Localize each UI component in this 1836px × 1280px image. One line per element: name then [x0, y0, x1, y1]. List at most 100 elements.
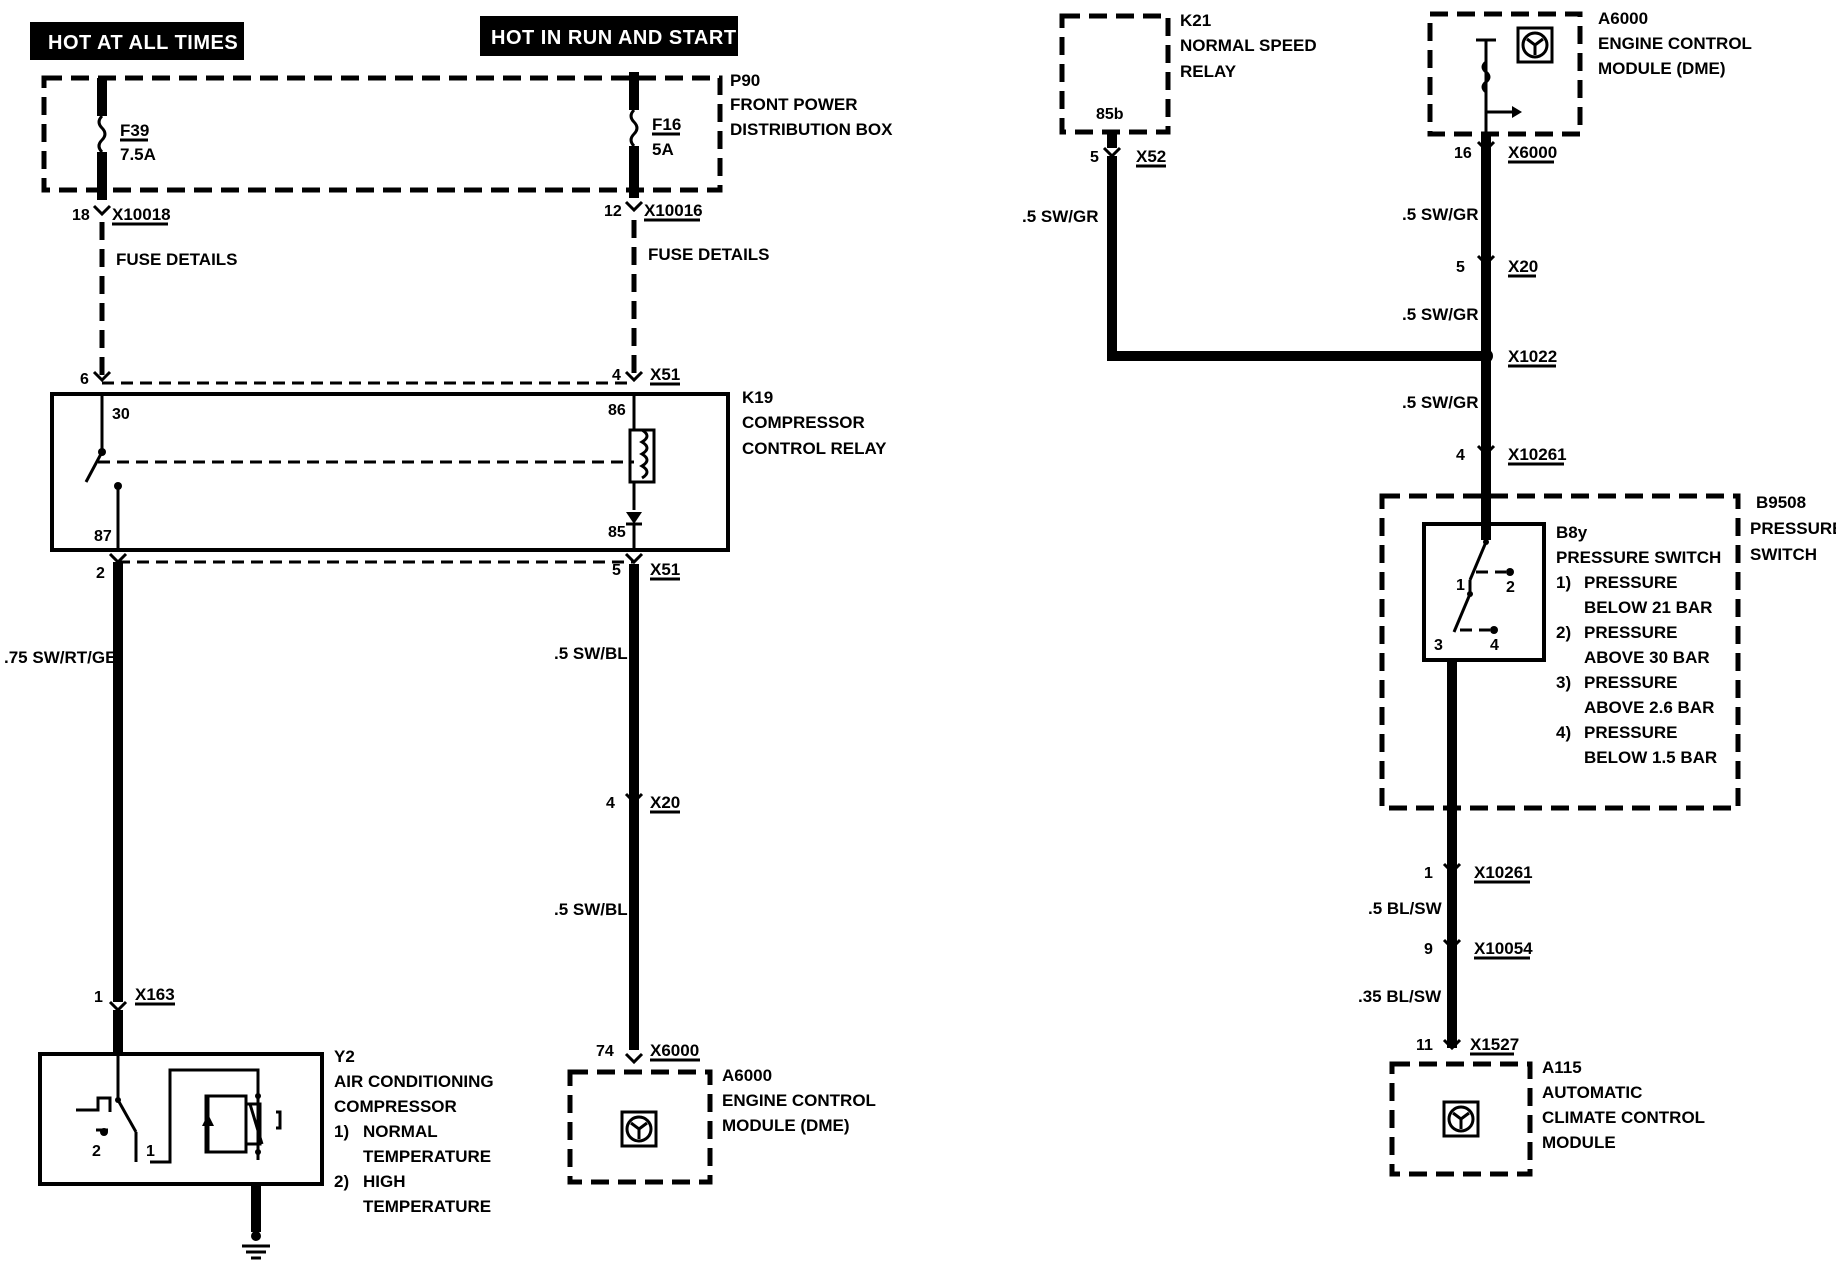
a6000-left-id: A6000: [722, 1066, 772, 1085]
x20-left-pin: 4: [606, 795, 615, 812]
b8y-t1b: BELOW 21 BAR: [1584, 598, 1712, 617]
y2-line1: AIR CONDITIONING: [334, 1072, 494, 1091]
x51-top-label: X51: [650, 365, 680, 384]
b9508-pressure-switch: B9508 PRESSURE SWITCH: [1379, 493, 1836, 811]
x10018-label: X10018: [112, 205, 171, 224]
a6000-left-module: A6000 ENGINE CONTROL MODULE (DME): [567, 1066, 876, 1185]
b8y-t3a: PRESSURE: [1584, 673, 1678, 692]
x20-right-label: X20: [1508, 257, 1538, 276]
k21-pin-85b: 85b: [1096, 106, 1124, 123]
b9508-line2: SWITCH: [1750, 545, 1817, 564]
fuse-f39: F39 7.5A: [97, 78, 156, 200]
wire-5swbl-2: .5 SW/BL: [554, 900, 628, 919]
b9508-id: B9508: [1756, 493, 1806, 512]
a6000-right-id: A6000: [1598, 9, 1648, 28]
connector-x163: 1 X163: [94, 985, 175, 1013]
x10018-pin: 18: [72, 207, 90, 224]
header-hot-in-run-label: HOT IN RUN AND START: [491, 27, 737, 49]
wire-5swgr-1: .5 SW/GR: [1402, 205, 1479, 224]
connector-x52: 5 X52: [1090, 146, 1166, 168]
x51-top-pin4: 4: [612, 367, 621, 384]
b8y-n4: 4): [1556, 723, 1571, 742]
a115-line1: AUTOMATIC: [1542, 1083, 1642, 1102]
x6000-left-label: X6000: [650, 1041, 699, 1060]
x1022-label: X1022: [1508, 347, 1557, 366]
x51-bottom-pin5: 5: [612, 562, 621, 579]
fuse-details-right: FUSE DETAILS: [648, 245, 770, 264]
p90-line2: DISTRIBUTION BOX: [730, 120, 893, 139]
connector-x6000-left: 74 X6000: [596, 1041, 700, 1065]
header-hot-in-run-and-start: HOT IN RUN AND START: [480, 16, 738, 56]
k19-id: K19: [742, 388, 773, 407]
x163-label: X163: [135, 985, 175, 1004]
x163-pin: 1: [94, 989, 103, 1006]
a115-line3: MODULE: [1542, 1133, 1616, 1152]
b8y-pin-4: 4: [1490, 637, 1499, 654]
p90-power-distribution-box: P90 FRONT POWER DISTRIBUTION BOX: [41, 71, 893, 193]
connector-x10261-top: 4 X10261: [1456, 444, 1567, 466]
k19-compressor-control-relay: K19 COMPRESSOR CONTROL RELAY 30 86 87 85: [50, 388, 887, 552]
wire-5swbl-1: .5 SW/BL: [554, 644, 628, 663]
a6000-left-line2: MODULE (DME): [722, 1116, 849, 1135]
b8y-pressure-switch: 1 2 3 4 B8y PRESSURE SWITCH 1) PRESSURE …: [1422, 522, 1721, 767]
a6000-right-module: A6000 ENGINE CONTROL MODULE (DME): [1427, 9, 1752, 137]
b8y-pin-2: 2: [1506, 579, 1515, 596]
wire-5swgr-2: .5 SW/GR: [1402, 305, 1479, 324]
b8y-pin-1: 1: [1456, 577, 1465, 594]
wire-75-label: .75 SW/RT/GE: [4, 648, 116, 667]
f39-id: F39: [120, 121, 149, 140]
header-hot-at-all-times: HOT AT ALL TIMES: [30, 22, 244, 60]
x10261-bottom-pin: 1: [1424, 865, 1433, 882]
x51-top-pin6: 6: [80, 371, 89, 388]
f39-rating: 7.5A: [120, 145, 156, 164]
connector-x51-bottom: 2 5 X51: [96, 552, 680, 582]
a115-line2: CLIMATE CONTROL: [1542, 1108, 1705, 1127]
b8y-n1: 1): [1556, 573, 1571, 592]
connector-x1527: 11 X1527: [1416, 1035, 1519, 1056]
fuse-details-left: FUSE DETAILS: [116, 250, 238, 269]
relay-pin-87: 87: [94, 528, 112, 545]
relay-pin-85: 85: [608, 524, 626, 541]
k21-id: K21: [1180, 11, 1211, 30]
x10016-label: X10016: [644, 201, 703, 220]
connector-x10054: 9 X10054: [1424, 938, 1533, 960]
ground-icon: [242, 1231, 270, 1260]
y2-pin-2: 2: [92, 1143, 101, 1160]
b8y-t3b: ABOVE 2.6 BAR: [1584, 698, 1714, 717]
b8y-title: PRESSURE SWITCH: [1556, 548, 1721, 567]
f16-id: F16: [652, 115, 681, 134]
x51-bottom-label: X51: [650, 560, 680, 579]
k21-line2: RELAY: [1180, 62, 1237, 81]
connector-x10016: 12 X10016: [604, 200, 703, 222]
k19-line1: COMPRESSOR: [742, 413, 865, 432]
connector-x51-top: 6 4 X51: [80, 365, 680, 388]
wire-5blsw: .5 BL/SW: [1368, 899, 1443, 918]
wire-35blsw: .35 BL/SW: [1358, 987, 1442, 1006]
header-hot-at-all-times-label: HOT AT ALL TIMES: [48, 32, 238, 54]
b9508-line1: PRESSURE: [1750, 519, 1836, 538]
x52-pin: 5: [1090, 149, 1099, 166]
y2-n1: 1): [334, 1122, 349, 1141]
y2-t2a: HIGH: [363, 1172, 406, 1191]
b8y-t2b: ABOVE 30 BAR: [1584, 648, 1710, 667]
k21-line1: NORMAL SPEED: [1180, 36, 1317, 55]
b8y-n2: 2): [1556, 623, 1571, 642]
b8y-t1a: PRESSURE: [1584, 573, 1678, 592]
wire-5-swgr-k21: [1107, 156, 1486, 361]
p90-line1: FRONT POWER: [730, 95, 858, 114]
k21-normal-speed-relay: 85b K21 NORMAL SPEED RELAY: [1059, 11, 1317, 135]
fuse-f16: F16 5A: [629, 72, 681, 198]
connector-x10018: 18 X10018: [72, 204, 171, 226]
splice-x1022: X1022: [1479, 347, 1557, 368]
x20-right-pin: 5: [1456, 259, 1465, 276]
y2-line2: COMPRESSOR: [334, 1097, 457, 1116]
x10054-label: X10054: [1474, 939, 1533, 958]
wire-5swgr-3: .5 SW/GR: [1402, 393, 1479, 412]
x1527-label: X1527: [1470, 1035, 1519, 1054]
x6000-right-pin: 16: [1454, 145, 1472, 162]
y2-air-conditioning-compressor: 2 1 Y2 AIR CONDITIONING COMPRESSOR 1) NO…: [38, 1047, 494, 1232]
y2-id: Y2: [334, 1047, 355, 1066]
x6000-right-label: X6000: [1508, 143, 1557, 162]
x10261-top-pin: 4: [1456, 447, 1465, 464]
